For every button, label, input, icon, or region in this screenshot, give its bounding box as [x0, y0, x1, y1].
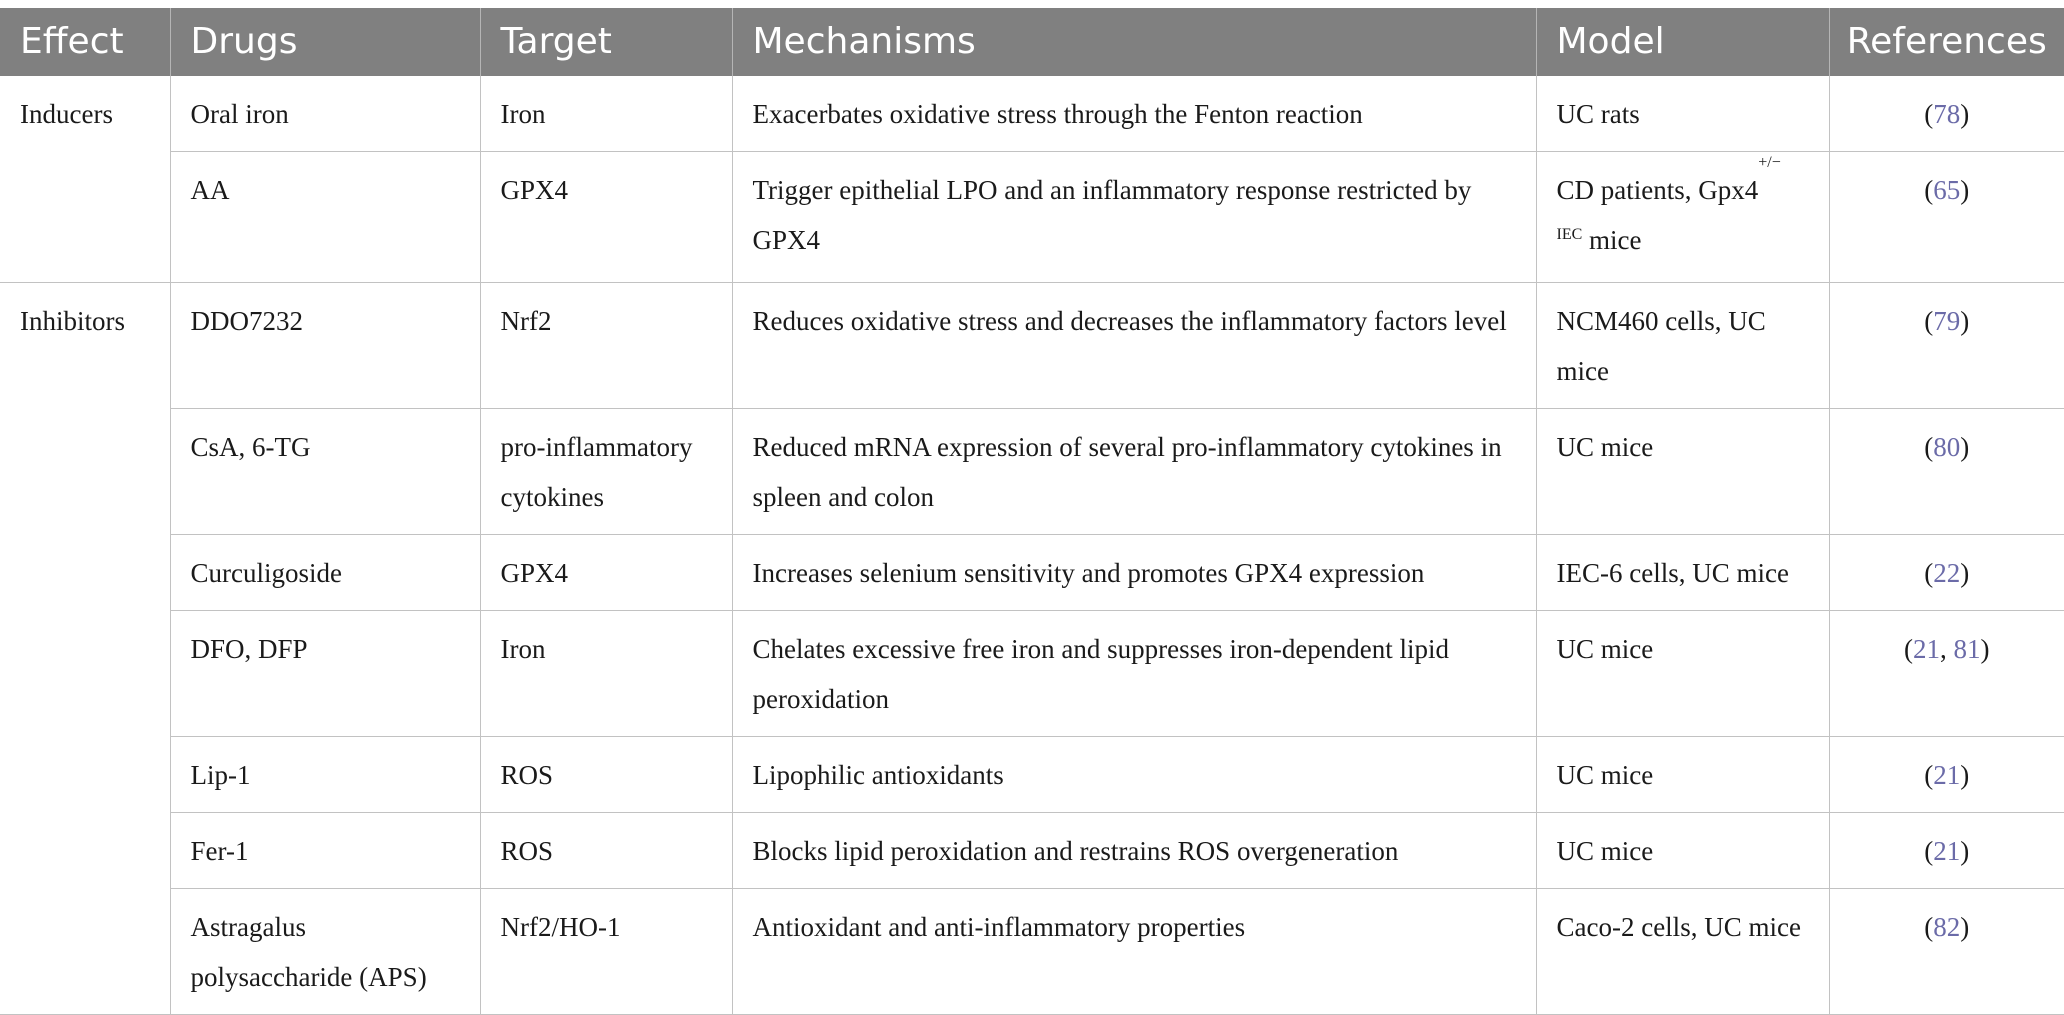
reference-link[interactable]: 21 — [1933, 836, 1961, 866]
table-row: CsA, 6-TG pro-inflammatory cytokines Red… — [0, 408, 2064, 535]
target-cell: GPX4 — [480, 534, 733, 611]
reference-link[interactable]: 78 — [1933, 99, 1961, 129]
reference-link[interactable]: 82 — [1933, 912, 1961, 942]
mechanism-cell: Blocks lipid peroxidation and restrains … — [732, 812, 1537, 889]
header-effect: Effect — [0, 8, 171, 76]
target-cell: pro-inflammatory cytokines — [480, 408, 733, 535]
drug-cell: Lip-1 — [170, 736, 481, 813]
drug-cell: CsA, 6-TG — [170, 408, 481, 535]
table-row: AA GPX4 Trigger epithelial LPO and an in… — [0, 151, 2064, 283]
effect-cell-inducers: Inducers — [0, 76, 171, 283]
header-model: Model — [1536, 8, 1830, 76]
model-cell: UC rats — [1536, 76, 1830, 152]
header-target: Target — [480, 8, 733, 76]
model-cell: UC mice — [1536, 408, 1830, 535]
table-row: Astragalus polysaccharide (APS) Nrf2/HO-… — [0, 888, 2064, 1015]
drug-cell: DFO, DFP — [170, 610, 481, 737]
effect-cell-inhibitors: Inhibitors — [0, 282, 171, 1015]
reference-cell: (82) — [1829, 888, 2064, 1015]
reference-link[interactable]: 81 — [1953, 634, 1981, 664]
reference-link[interactable]: 22 — [1933, 558, 1961, 588]
header-mechanisms: Mechanisms — [732, 8, 1537, 76]
reference-link[interactable]: 21 — [1933, 760, 1961, 790]
model-cell: CD patients, Gpx4+/−IEC mice — [1536, 151, 1830, 283]
target-cell: ROS — [480, 812, 733, 889]
target-cell: ROS — [480, 736, 733, 813]
target-cell: Nrf2/HO-1 — [480, 888, 733, 1015]
mechanism-cell: Reduced mRNA expression of several pro-i… — [732, 408, 1537, 535]
drug-cell: Fer-1 — [170, 812, 481, 889]
reference-cell: (79) — [1829, 282, 2064, 409]
model-cell: UC mice — [1536, 610, 1830, 737]
reference-cell: (22) — [1829, 534, 2064, 611]
mechanism-cell: Increases selenium sensitivity and promo… — [732, 534, 1537, 611]
reference-cell: (65) — [1829, 151, 2064, 283]
table-row: Fer-1 ROS Blocks lipid peroxidation and … — [0, 812, 2064, 889]
header-drugs: Drugs — [170, 8, 481, 76]
mechanism-cell: Reduces oxidative stress and decreases t… — [732, 282, 1537, 409]
table-container: Effect Drugs Target Mechanisms Model Ref… — [0, 8, 2064, 1015]
drug-cell: Astragalus polysaccharide (APS) — [170, 888, 481, 1015]
mechanism-cell: Chelates excessive free iron and suppres… — [732, 610, 1537, 737]
header-references: References — [1829, 8, 2064, 76]
drug-cell: DDO7232 — [170, 282, 481, 409]
drug-cell: Curculigoside — [170, 534, 481, 611]
reference-cell: (21, 81) — [1829, 610, 2064, 737]
drug-cell: Oral iron — [170, 76, 481, 152]
reference-cell: (80) — [1829, 408, 2064, 535]
reference-cell: (21) — [1829, 736, 2064, 813]
mechanism-cell: Trigger epithelial LPO and an inflammato… — [732, 151, 1537, 283]
table-row: Lip-1 ROS Lipophilic antioxidants UC mic… — [0, 736, 2064, 813]
reference-link[interactable]: 65 — [1933, 175, 1961, 205]
mechanism-cell: Exacerbates oxidative stress through the… — [732, 76, 1537, 152]
reference-link[interactable]: 21 — [1913, 634, 1940, 664]
table-row: DFO, DFP Iron Chelates excessive free ir… — [0, 610, 2064, 737]
table-row: Inhibitors DDO7232 Nrf2 Reduces oxidativ… — [0, 282, 2064, 1015]
model-cell: NCM460 cells, UC mice — [1536, 282, 1830, 409]
drugs-table: Effect Drugs Target Mechanisms Model Ref… — [0, 8, 2064, 1015]
reference-cell: (78) — [1829, 76, 2064, 152]
table-row: Inducers Oral iron Iron Exacerbates oxid… — [0, 76, 2064, 283]
model-cell: UC mice — [1536, 736, 1830, 813]
drug-cell: AA — [170, 151, 481, 283]
table-row: Curculigoside GPX4 Increases selenium se… — [0, 534, 2064, 611]
target-cell: GPX4 — [480, 151, 733, 283]
reference-cell: (21) — [1829, 812, 2064, 889]
mechanism-cell: Antioxidant and anti-inflammatory proper… — [732, 888, 1537, 1015]
reference-link[interactable]: 80 — [1933, 432, 1961, 462]
model-cell: Caco-2 cells, UC mice — [1536, 888, 1830, 1015]
target-cell: Nrf2 — [480, 282, 733, 409]
target-cell: Iron — [480, 610, 733, 737]
target-cell: Iron — [480, 76, 733, 152]
mechanism-cell: Lipophilic antioxidants — [732, 736, 1537, 813]
model-cell: UC mice — [1536, 812, 1830, 889]
reference-link[interactable]: 79 — [1933, 306, 1961, 336]
header-row: Effect Drugs Target Mechanisms Model Ref… — [0, 8, 2064, 76]
model-cell: IEC-6 cells, UC mice — [1536, 534, 1830, 611]
